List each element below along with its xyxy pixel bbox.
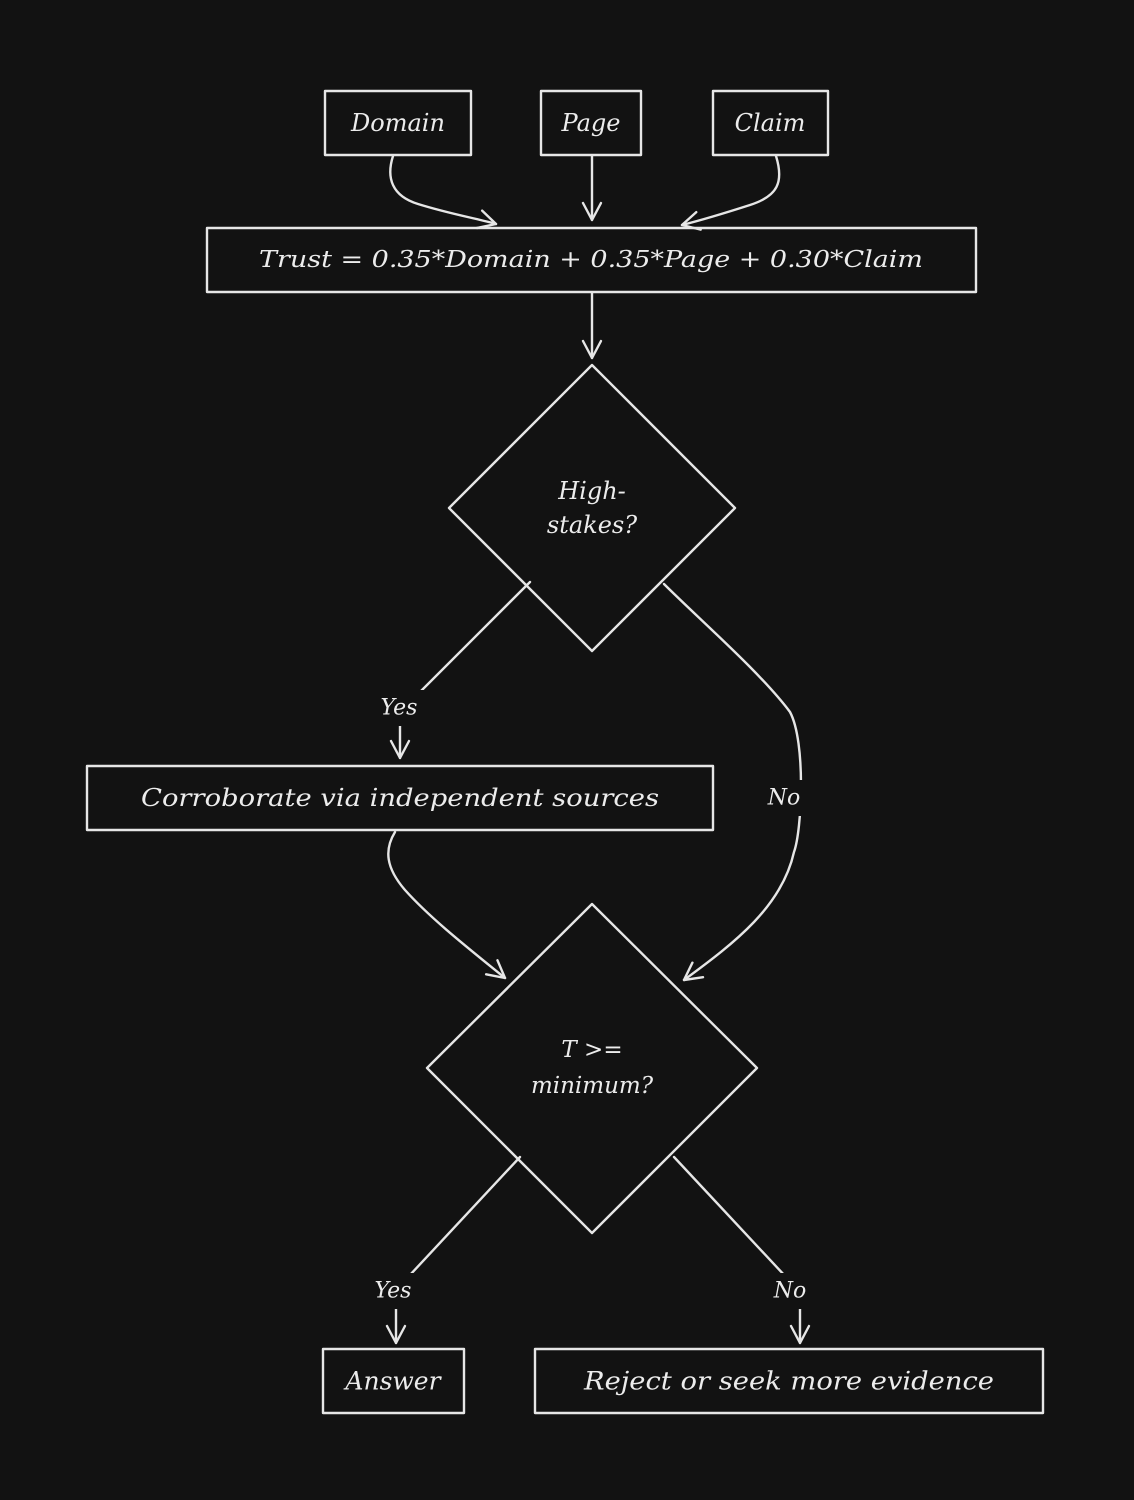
edge-label-threshold-no: No (773, 1279, 807, 1304)
node-reject-label: Reject or seek more evidence (583, 1367, 994, 1396)
node-answer-label: Answer (343, 1367, 442, 1396)
edge-domain-to-trust (389, 154, 498, 230)
node-trust-formula: Trust = 0.35*Domain + 0.35*Page + 0.30*C… (205, 226, 978, 294)
node-high-stakes-line2: stakes? (547, 511, 637, 539)
node-trust-formula-label: Trust = 0.35*Domain + 0.35*Page + 0.30*C… (259, 247, 923, 273)
node-claim-label: Claim (735, 109, 806, 137)
node-corroborate-label: Corroborate via independent sources (141, 784, 659, 812)
edge-label-high-stakes-yes: Yes (381, 696, 418, 721)
node-page-label: Page (561, 109, 621, 137)
node-claim: Claim (711, 89, 830, 157)
node-high-stakes-line1: High- (557, 477, 626, 505)
node-threshold-decision: T >= minimum? (425, 902, 759, 1235)
edges (385, 154, 811, 1345)
edge-claim-to-trust (680, 154, 781, 231)
node-reject: Reject or seek more evidence (533, 1347, 1045, 1415)
edge-threshold-no (672, 1155, 811, 1345)
node-high-stakes-decision: High- stakes? (447, 363, 737, 653)
node-page: Page (539, 89, 643, 157)
edge-threshold-yes (385, 1155, 522, 1345)
edge-label-high-stakes-no: No (767, 786, 801, 811)
node-domain: Domain (323, 89, 473, 157)
node-answer: Answer (321, 1347, 466, 1415)
node-corroborate: Corroborate via independent sources (85, 764, 715, 832)
edge-label-threshold-yes: Yes (375, 1279, 412, 1304)
edge-labels: Yes No Yes No (362, 690, 819, 1309)
node-threshold-line2: minimum? (531, 1073, 654, 1099)
node-domain-label: Domain (350, 109, 445, 137)
edge-corroborate-to-threshold (387, 830, 507, 980)
node-threshold-line1: T >= (561, 1037, 622, 1063)
edge-high-stakes-yes (389, 580, 532, 760)
